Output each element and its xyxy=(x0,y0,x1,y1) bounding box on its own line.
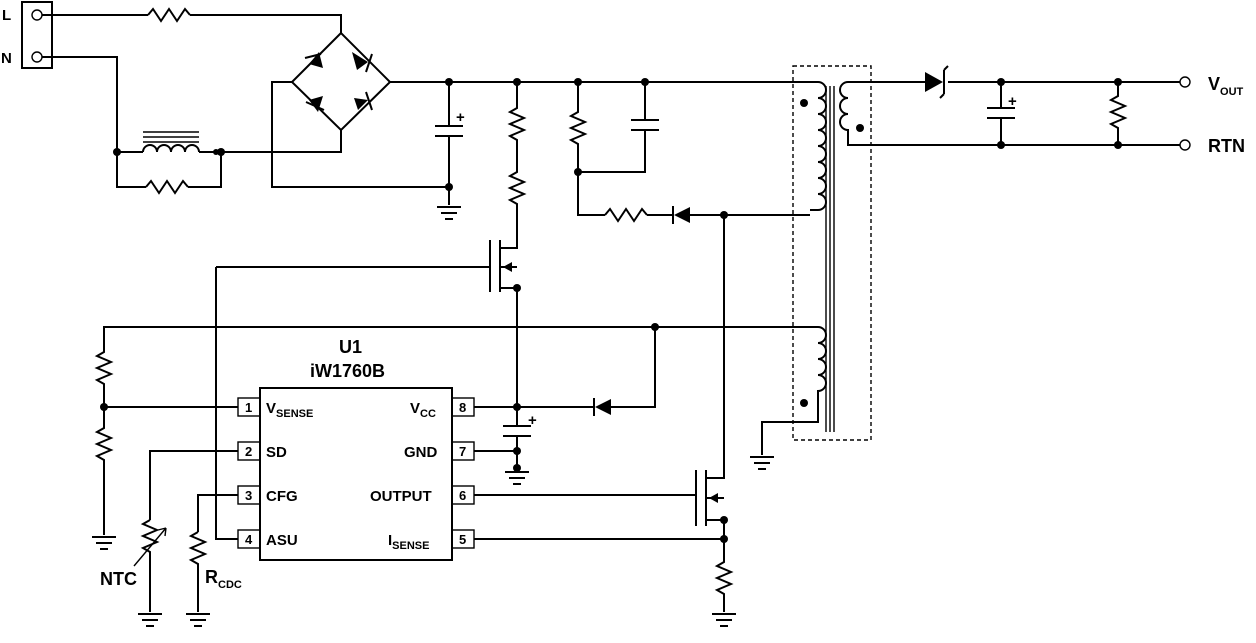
pin-3-num: 3 xyxy=(245,488,252,503)
pin-5-num: 5 xyxy=(459,532,466,547)
ac-terminal-block: L N xyxy=(1,1,53,69)
output-capacitor: + xyxy=(987,82,1017,145)
ground-symbol-rcdc xyxy=(186,613,210,627)
terminal-l-label: L xyxy=(2,7,11,24)
input-inductor xyxy=(142,144,200,153)
pin-8-name: VCC xyxy=(410,400,436,420)
output-cap-plus: + xyxy=(1008,93,1017,110)
vout-label: VOUT xyxy=(1208,74,1244,98)
startup-mosfet xyxy=(216,240,518,406)
rcdc-label: RCDC xyxy=(205,567,242,591)
ntc-thermistor xyxy=(140,519,160,612)
pin-6-num: 6 xyxy=(459,488,466,503)
pin-5-name: ISENSE xyxy=(388,532,429,552)
pin-4-num: 4 xyxy=(245,532,253,547)
pin-2-name: SD xyxy=(266,444,287,461)
bulk-cap-plus: + xyxy=(456,109,465,126)
ic-part: iW1760B xyxy=(310,361,385,381)
pin-6-name: OUTPUT xyxy=(370,488,432,505)
pin-3-name: CFG xyxy=(266,488,298,505)
ground-symbol-aux xyxy=(750,456,774,470)
vcc-capacitor: + xyxy=(503,407,537,470)
pin-7-num: 7 xyxy=(459,444,466,459)
output-diode xyxy=(925,65,949,99)
transformer xyxy=(792,65,872,441)
pin-7-name: GND xyxy=(404,444,438,461)
ic-ref: U1 xyxy=(339,337,362,357)
pin-2-num: 2 xyxy=(245,444,252,459)
pin-8-num: 8 xyxy=(459,400,466,415)
pin-1-num: 1 xyxy=(245,400,252,415)
pin-1-name: VSENSE xyxy=(266,400,313,420)
bulk-capacitor: + xyxy=(435,82,465,187)
vcc-cap-plus: + xyxy=(528,412,537,429)
pin-4-name: ASU xyxy=(266,532,298,549)
rcdc-resistor xyxy=(188,531,208,612)
preload-resistor xyxy=(1108,82,1128,145)
rtn-label: RTN xyxy=(1208,136,1245,156)
bridge-rectifier xyxy=(290,31,392,132)
ground-symbol-input xyxy=(437,206,461,220)
ground-symbol-ic xyxy=(505,471,529,485)
ground-symbol-ntc xyxy=(138,613,162,627)
ground-symbol-vsense xyxy=(92,536,116,550)
ntc-label: NTC xyxy=(100,569,137,589)
ground-symbol-sense xyxy=(712,613,736,627)
controller-ic: U1 iW1760B 1 2 3 4 VSENSE SD CFG ASU 8 7… xyxy=(237,337,475,561)
terminal-n-label: N xyxy=(1,50,12,67)
sense-resistor xyxy=(714,539,734,612)
input-resistor xyxy=(147,7,191,23)
